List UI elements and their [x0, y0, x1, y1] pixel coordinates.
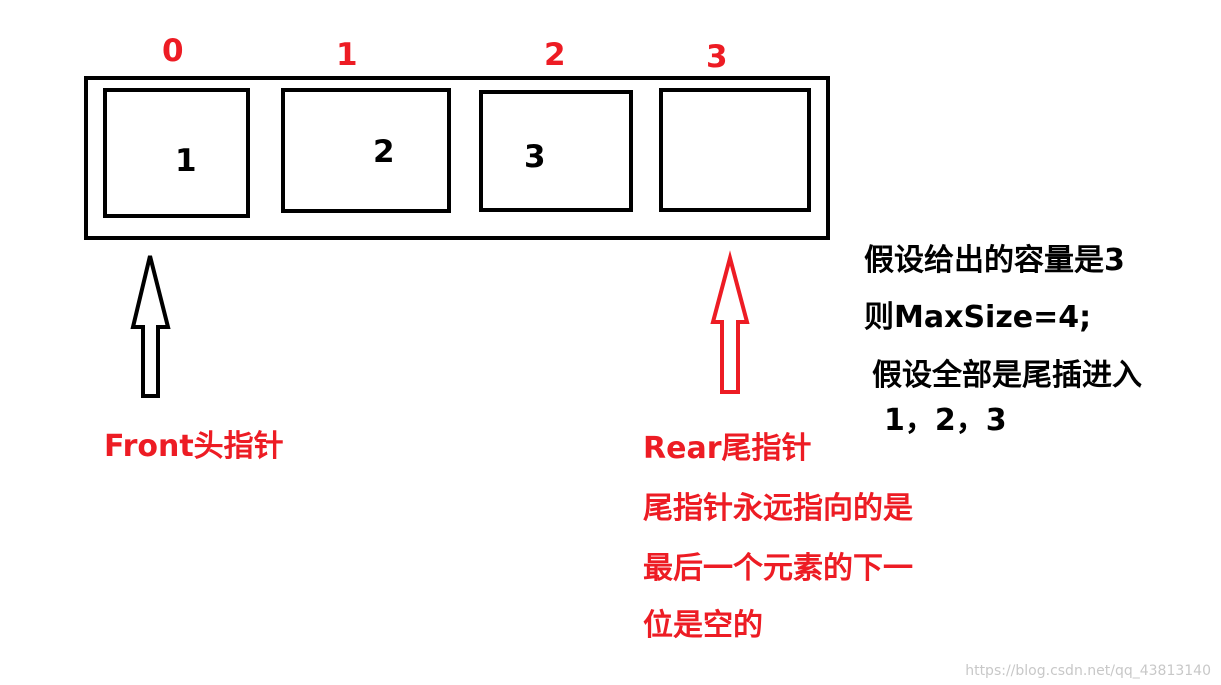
- rear-desc-line-2: 最后一个元素的下一: [643, 551, 913, 586]
- rear-desc-line-3: 位是空的: [643, 608, 763, 643]
- queue-cell-2: [479, 90, 633, 212]
- queue-array: [84, 76, 830, 240]
- rear-pointer-label: Rear尾指针: [643, 431, 812, 466]
- note-line-2: 则MaxSize=4;: [864, 300, 1092, 335]
- front-pointer-label: Front头指针: [104, 429, 284, 464]
- index-label-2: 2: [544, 37, 566, 73]
- cell-value-2: 3: [524, 139, 546, 175]
- cell-value-0: 1: [175, 143, 197, 179]
- note-line-4: 1，2，3: [884, 403, 1007, 438]
- note-line-1: 假设给出的容量是3: [864, 243, 1125, 278]
- queue-cell-1: [281, 88, 451, 213]
- rear-arrow-icon: [710, 250, 750, 394]
- rear-desc-line-1: 尾指针永远指向的是: [643, 491, 913, 526]
- index-label-1: 1: [336, 37, 358, 73]
- index-label-0: 0: [162, 33, 184, 69]
- queue-cell-3: [659, 88, 811, 212]
- index-label-3: 3: [706, 39, 728, 75]
- front-arrow-icon: [130, 255, 171, 398]
- queue-cell-0: [103, 88, 250, 218]
- watermark: https://blog.csdn.net/qq_43813140: [965, 663, 1211, 679]
- note-line-3: 假设全部是尾插进入: [872, 358, 1142, 393]
- cell-value-1: 2: [373, 134, 395, 170]
